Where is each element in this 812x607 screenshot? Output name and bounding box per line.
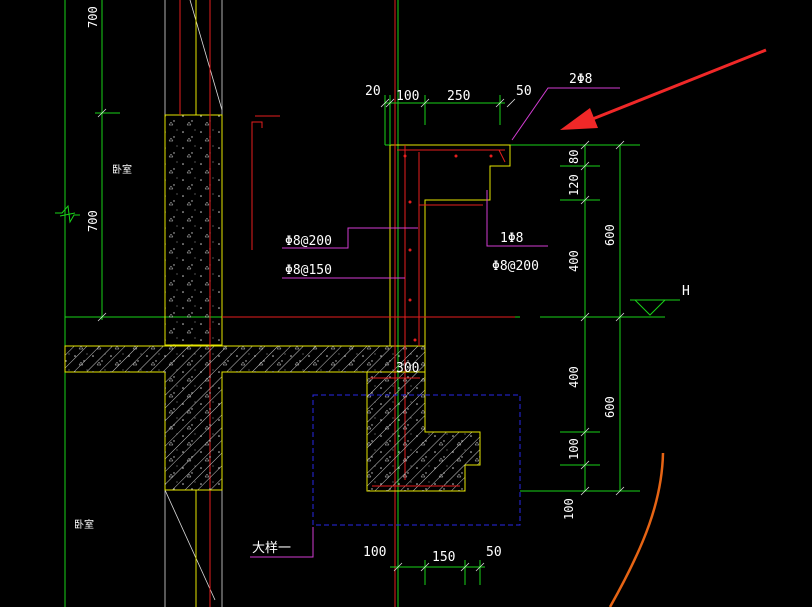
dim-bottom-100: 100 bbox=[363, 545, 386, 560]
orange-curve bbox=[608, 452, 665, 607]
rebar-phi8-at200-left: Φ8@200 bbox=[285, 234, 332, 249]
dim-bottom-50: 50 bbox=[486, 545, 502, 560]
dim-left-700-mid: 700 bbox=[86, 210, 100, 232]
dim-top-20: 20 bbox=[365, 84, 381, 99]
concrete-column bbox=[164, 114, 223, 346]
left-wall bbox=[164, 0, 280, 607]
dim-top-250: 250 bbox=[447, 89, 470, 104]
dim-left-700-top: 700 bbox=[86, 6, 100, 28]
detail-label-1: 大样一 bbox=[252, 541, 291, 556]
rebar-phi8-at150: Φ8@150 bbox=[285, 263, 332, 278]
rebar-phi8-at200-right: Φ8@200 bbox=[492, 259, 539, 274]
dim-right-100-bottom: 100 bbox=[562, 498, 576, 520]
top-dimension-chain: 20 100 250 50 bbox=[365, 84, 532, 145]
level-mark-h: H bbox=[682, 284, 690, 299]
bottom-dimension-chain: 100 150 50 bbox=[363, 545, 502, 585]
dim-right-120: 120 bbox=[567, 174, 581, 196]
rebar-annotations: 2Φ8 Φ8@200 Φ8@150 1Φ8 Φ8@200 大样一 bbox=[250, 72, 620, 558]
lower-beam-section bbox=[366, 371, 481, 492]
room-label-upper: 卧室 bbox=[112, 163, 132, 176]
dim-top-100: 100 bbox=[396, 89, 419, 104]
dim-right-80: 80 bbox=[567, 150, 581, 164]
room-label-lower: 卧室 bbox=[74, 518, 94, 531]
axis-lines bbox=[55, 0, 640, 607]
rebar-1phi8: 1Φ8 bbox=[500, 231, 523, 246]
detail-callout-box bbox=[312, 394, 521, 526]
dim-right-400-lower: 400 bbox=[567, 366, 581, 388]
dim-top-50: 50 bbox=[516, 84, 532, 99]
floor-slab bbox=[64, 345, 426, 491]
left-dimension-chain: 700 700 bbox=[86, 0, 107, 322]
dim-right-600-lower: 600 bbox=[603, 396, 617, 418]
dim-right-100: 100 bbox=[567, 438, 581, 460]
parapet-section bbox=[389, 144, 511, 346]
level-symbol: H bbox=[630, 284, 690, 318]
dim-right-400-upper: 400 bbox=[567, 250, 581, 272]
pointer-arrow bbox=[560, 48, 767, 130]
right-dimension-chain: 80 120 400 600 400 600 100 100 bbox=[560, 140, 625, 520]
dim-right-600-upper: 600 bbox=[603, 224, 617, 246]
rebar-top-2phi8: 2Φ8 bbox=[569, 72, 592, 87]
dim-slab-300: 300 bbox=[396, 361, 419, 376]
dim-bottom-150: 150 bbox=[432, 550, 455, 565]
